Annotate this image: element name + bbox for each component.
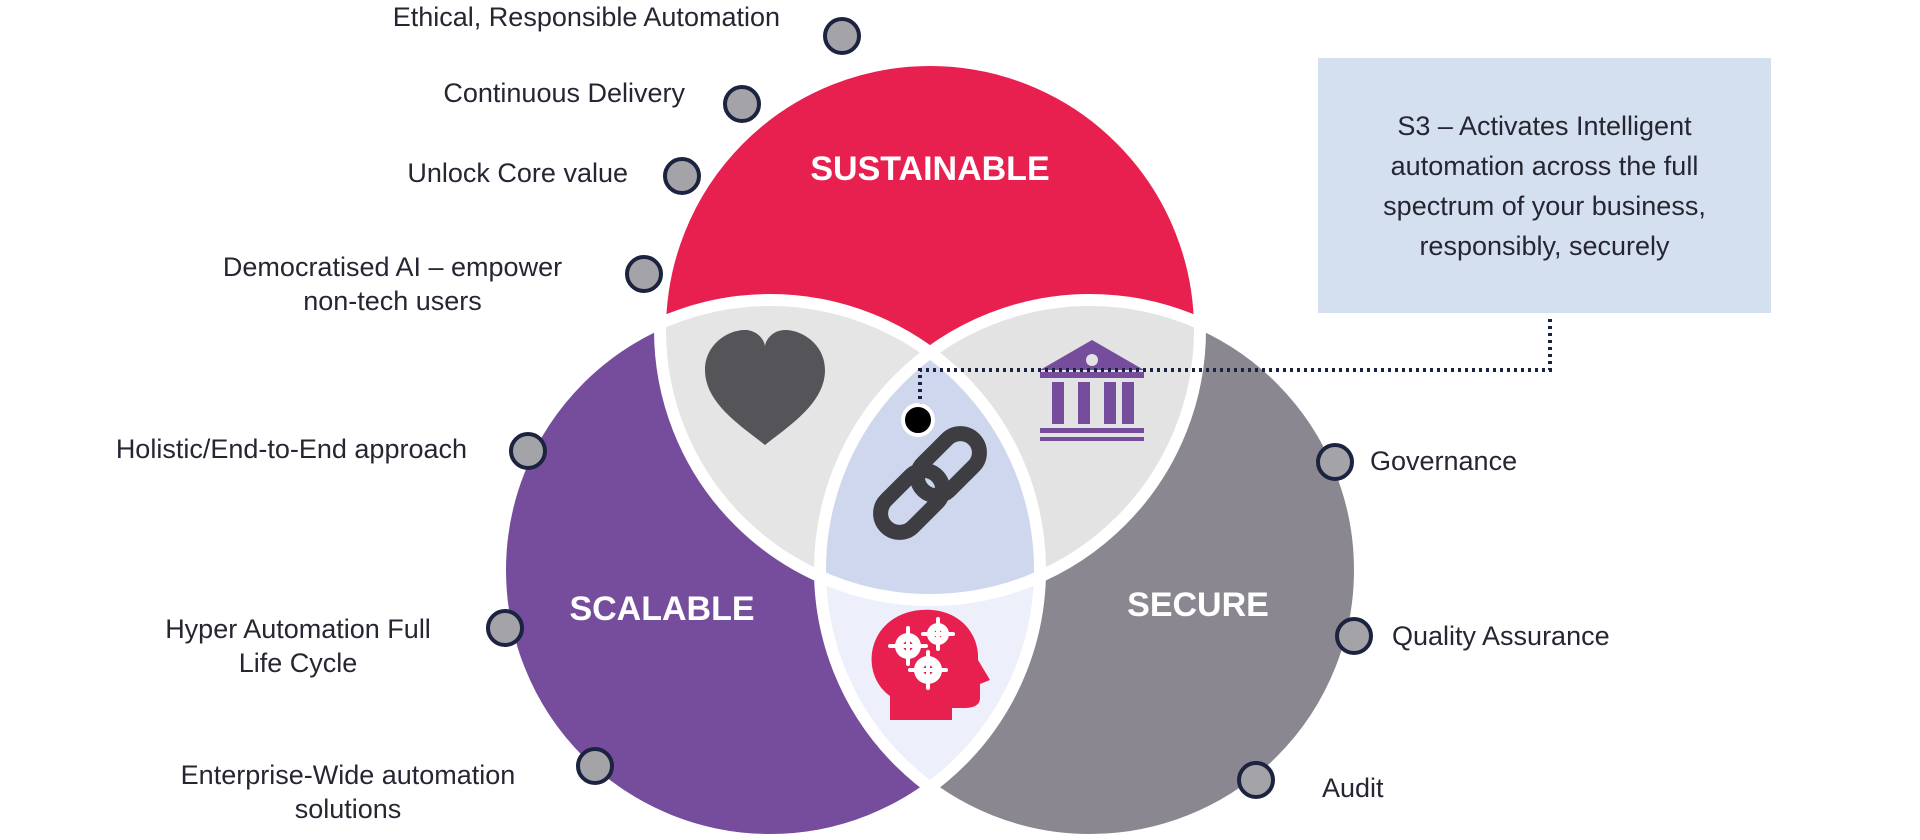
heart-icon [705, 330, 825, 445]
label-hyper-automation: Hyper Automation Full Life Cycle [165, 614, 431, 678]
callout-line: automation across the full [1390, 150, 1699, 181]
label-quality-assurance: Quality Assurance [1392, 621, 1610, 651]
label-holistic-approach: Holistic/End-to-End approach [115, 434, 467, 464]
callout-connector [918, 316, 1552, 420]
marker-dot [509, 432, 547, 470]
callout-line: spectrum of your business, [1383, 190, 1706, 221]
label-unlock-core-value: Unlock Core value [407, 158, 628, 188]
secure-title: SECURE [1127, 586, 1269, 624]
scalable-title: SCALABLE [569, 590, 754, 628]
scalable-outline [494, 294, 1046, 840]
marker-dot [1335, 617, 1373, 655]
chain-link-icon [873, 426, 987, 540]
secure-outline [814, 294, 1366, 840]
bank-building-icon [1040, 340, 1144, 441]
marker-dot [576, 747, 614, 785]
s3-callout-box: S3 – Activates Intelligent automation ac… [1318, 58, 1771, 313]
marker-dot [1237, 761, 1275, 799]
head-gears-icon [871, 609, 990, 720]
sustainable-title: SUSTAINABLE [810, 150, 1049, 188]
marker-dot [486, 609, 524, 647]
connector-anchor-dot [901, 403, 935, 437]
callout-line: S3 – Activates Intelligent [1397, 110, 1692, 141]
label-democratised-ai: Democratised AI – empower non-tech users [222, 252, 563, 316]
label-ethical-automation: Ethical, Responsible Automation [392, 2, 780, 32]
marker-dot [1316, 443, 1354, 481]
label-governance: Governance [1370, 446, 1518, 476]
marker-dot [625, 255, 663, 293]
marker-dot [823, 17, 861, 55]
label-audit: Audit [1322, 773, 1384, 803]
sustainable-outline [654, 54, 1206, 606]
marker-dot [723, 85, 761, 123]
label-continuous-delivery: Continuous Delivery [443, 78, 685, 108]
callout-line: responsibly, securely [1419, 230, 1670, 261]
label-enterprise-wide: Enterprise-Wide automation solutions [180, 760, 516, 824]
marker-dot [663, 157, 701, 195]
